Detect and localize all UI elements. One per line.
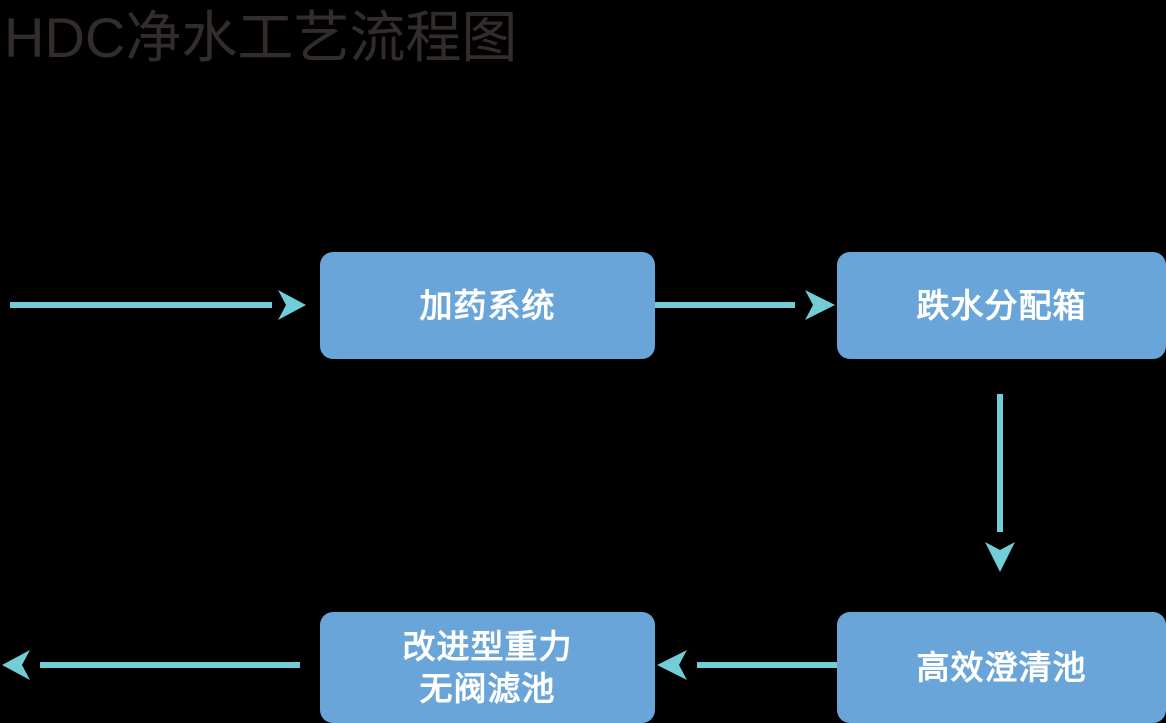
node-drop-distribution-box-label: 跌水分配箱 [916,286,1087,324]
arrow-dropbox-to-clarifier [978,394,1022,574]
node-gravity-valveless-filter-label: 改进型重力 无阀滤池 [402,627,573,707]
node-high-efficiency-clarifier-label: 高效澄清池 [916,648,1087,686]
node-dosing-system[interactable]: 加药系统 [320,252,655,359]
node-gravity-valveless-filter[interactable]: 改进型重力 无阀滤池 [320,612,655,723]
arrow-filter-to-outlet [0,643,320,687]
page-title: HDC净水工艺流程图 [4,6,518,69]
node-high-efficiency-clarifier[interactable]: 高效澄清池 [837,612,1166,723]
node-drop-distribution-box[interactable]: 跌水分配箱 [837,252,1166,359]
node-dosing-system-label: 加药系统 [419,286,556,324]
arrow-clarifier-to-filter [655,643,837,687]
arrow-dosing-to-dropbox [655,283,837,327]
arrow-inlet-to-dosing [0,283,310,327]
